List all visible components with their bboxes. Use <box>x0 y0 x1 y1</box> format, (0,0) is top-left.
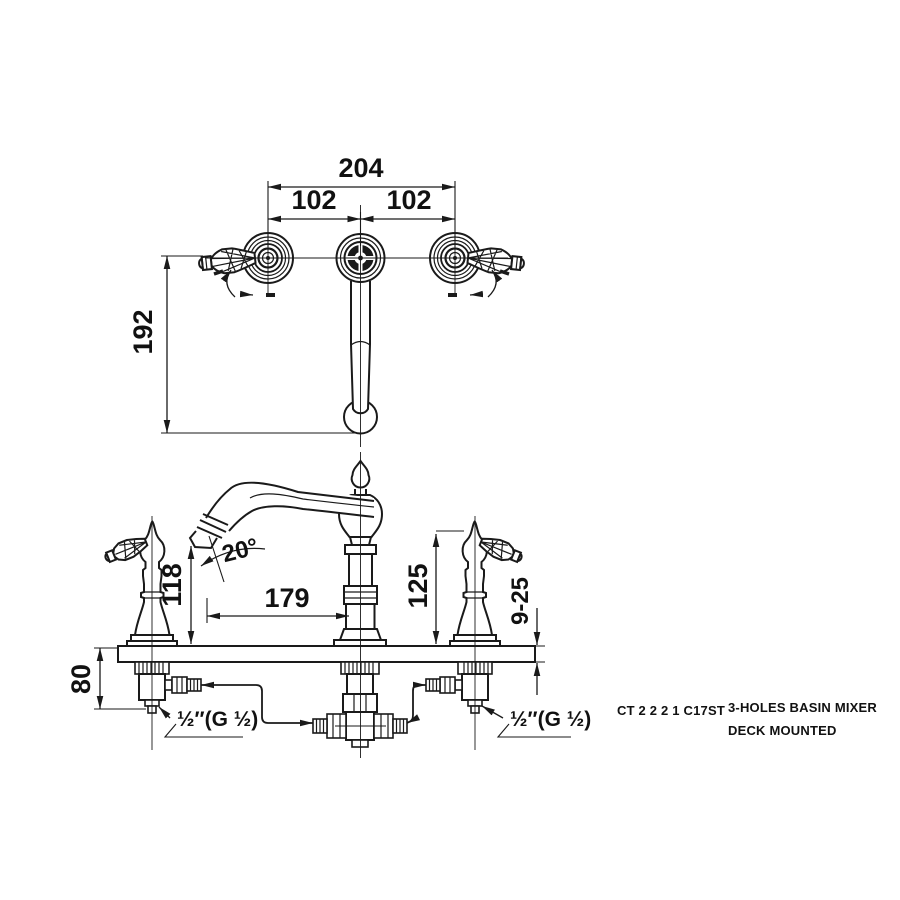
dim-deck-thickness: 9-25 <box>507 577 545 695</box>
spout-column-front <box>333 459 387 647</box>
product-title-line2: DECK MOUNTED <box>728 723 837 738</box>
left-valve-under-deck <box>134 661 202 714</box>
right-valve-under-deck <box>425 661 493 714</box>
dim-handle-height: 125 <box>403 530 464 644</box>
dim-9-25-label: 9-25 <box>507 577 534 625</box>
product-title-line1: 3-HOLES BASIN MIXER <box>728 700 877 715</box>
dim-102-right-label: 102 <box>386 185 431 215</box>
left-hose-line <box>201 681 313 727</box>
dim-under-deck-depth: 80 <box>66 647 146 710</box>
dim-spout-reach: 179 <box>206 583 349 623</box>
dim-204-label: 204 <box>338 153 383 183</box>
right-hose-line <box>406 681 426 724</box>
front-view: 118 20° 179 125 9-25 80 <box>66 452 591 758</box>
product-info: CT 2 2 2 1 C17ST 3-HOLES BASIN MIXER DEC… <box>617 700 877 738</box>
dim-192-label: 192 <box>128 309 158 354</box>
dim-118-label: 118 <box>157 563 187 607</box>
top-view: 204 102 102 192 <box>128 153 527 447</box>
dim-20deg-label: 20° <box>219 533 261 568</box>
dim-125-label: 125 <box>403 563 433 608</box>
dim-spout-clearance: 118 <box>157 546 195 644</box>
center-shank-under-deck <box>312 661 408 748</box>
dim-spout-projection: 192 <box>128 255 359 434</box>
left-connection-label: ½″(G ½) <box>158 706 258 738</box>
left-connection-text: ½″(G ½) <box>177 708 258 731</box>
product-code: CT 2 2 2 1 C17ST <box>617 703 725 718</box>
dim-overall-width: 204 102 102 <box>267 153 456 247</box>
deck-plate <box>117 645 536 663</box>
dim-80-label: 80 <box>66 664 96 694</box>
dim-179-label: 179 <box>264 583 309 613</box>
spout-arm-front <box>188 480 375 550</box>
right-connection-text: ½″(G ½) <box>510 708 591 731</box>
right-connection-label: ½″(G ½) <box>481 705 591 738</box>
dim-spout-angle: 20° <box>200 533 266 583</box>
dim-102-left-label: 102 <box>291 185 336 215</box>
